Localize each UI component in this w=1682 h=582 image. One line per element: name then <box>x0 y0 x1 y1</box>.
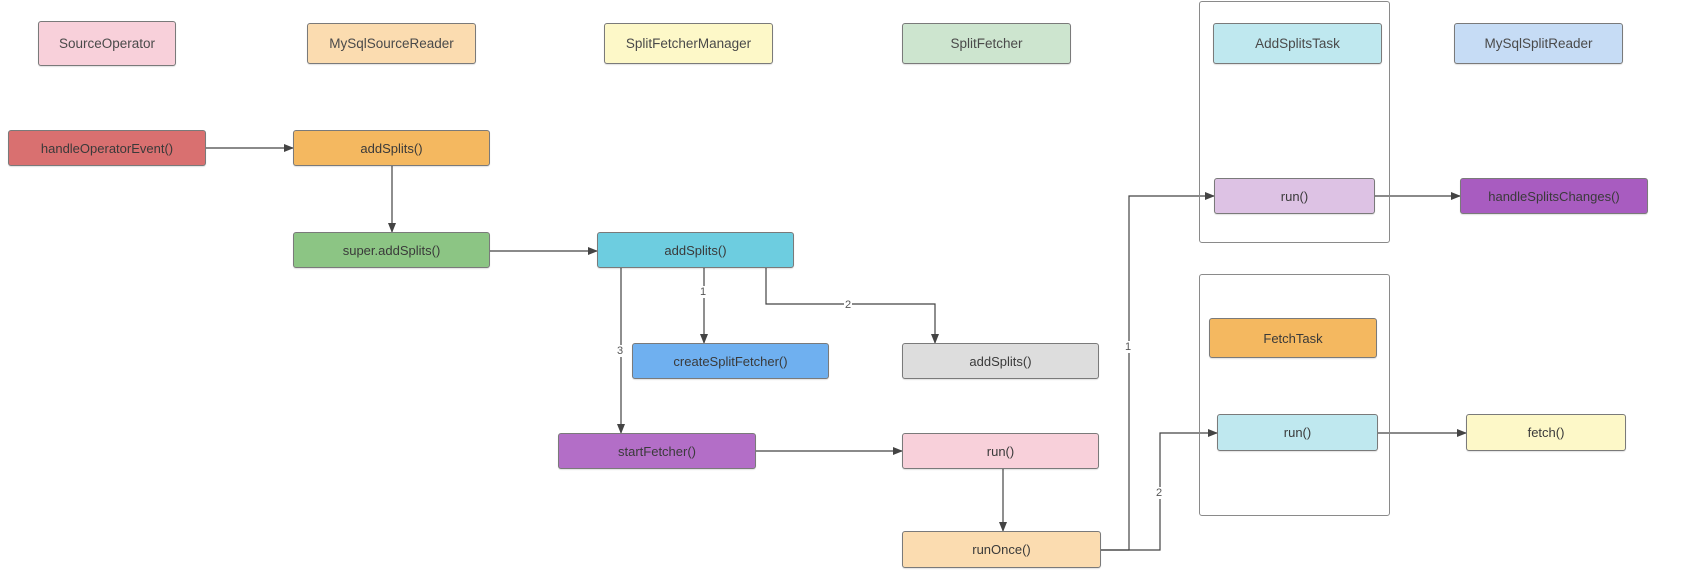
create-split-fetcher-node: createSplitFetcher() <box>632 343 829 379</box>
handle-splits-changes-node: handleSplitsChanges() <box>1460 178 1648 214</box>
edge-label-runonce-to-fetch: 2 <box>1155 487 1164 499</box>
fetch-task-run-node: run() <box>1217 414 1378 451</box>
add-splits-task-run-node: run() <box>1214 178 1375 214</box>
fetch-task-group <box>1199 274 1390 516</box>
edge-label-fetcher-addsplits: 2 <box>844 299 853 311</box>
fetch-task-node: FetchTask <box>1209 318 1377 358</box>
fetcher-add-splits-node: addSplits() <box>902 343 1099 379</box>
add-splits-task-group <box>1199 1 1390 243</box>
edge-label-runonce-to-addsplits: 1 <box>1124 341 1133 353</box>
manager-add-splits-node: addSplits() <box>597 232 794 268</box>
mysql-split-reader-header: MySqlSplitReader <box>1454 23 1623 64</box>
start-fetcher-node: startFetcher() <box>558 433 756 469</box>
source-operator-header: SourceOperator <box>38 21 176 66</box>
split-fetcher-header: SplitFetcher <box>902 23 1071 64</box>
edge-label-start: 3 <box>616 345 625 357</box>
split-fetcher-manager-header: SplitFetcherManager <box>604 23 773 64</box>
reader-add-splits-node: addSplits() <box>293 130 490 166</box>
run-once-node: runOnce() <box>902 531 1101 568</box>
add-splits-task-header: AddSplitsTask <box>1213 23 1382 64</box>
super-add-splits-node: super.addSplits() <box>293 232 490 268</box>
fetch-node: fetch() <box>1466 414 1626 451</box>
handle-operator-event-node: handleOperatorEvent() <box>8 130 206 166</box>
mysql-source-reader-header: MySqlSourceReader <box>307 23 476 64</box>
fetcher-run-node: run() <box>902 433 1099 469</box>
edge-label-create: 1 <box>699 286 708 298</box>
